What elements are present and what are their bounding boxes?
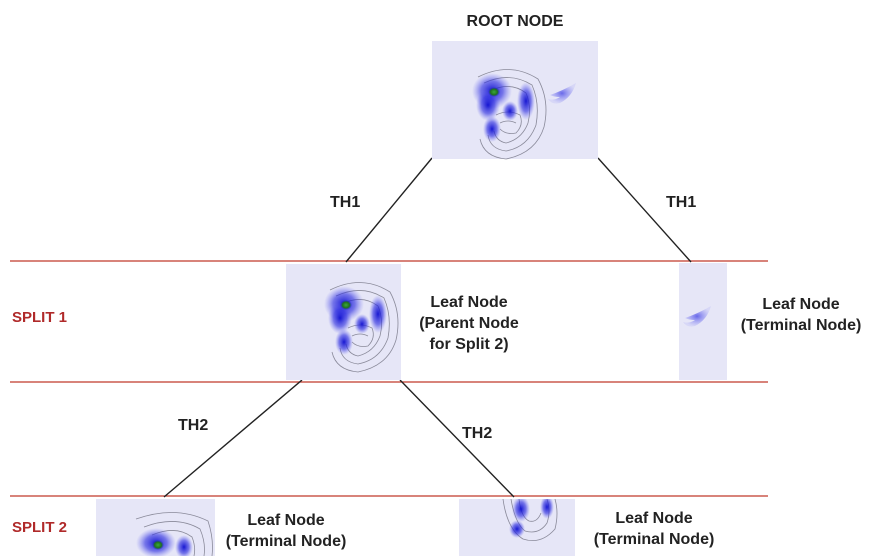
split1-right-node-caption: Leaf Node (Terminal Node)	[727, 294, 875, 336]
split1-left-node-plot	[286, 264, 401, 380]
root-node-plot	[432, 41, 598, 160]
split-1-label: SPLIT 1	[12, 309, 68, 326]
caption-line-2: (Terminal Node)	[225, 533, 347, 550]
tree-edges	[163, 157, 692, 498]
split2-left-node-caption: Leaf Node (Terminal Node)	[206, 510, 366, 552]
split-2-label: SPLIT 2	[12, 519, 68, 536]
caption-line-2: (Parent Node	[419, 315, 519, 332]
edge-split1-to-right	[399, 379, 515, 498]
caption-line-1: Leaf Node	[430, 294, 508, 311]
split2-left-node-plot	[96, 499, 215, 556]
split2-right-node-plot	[459, 499, 575, 556]
split2-right-node-caption: Leaf Node (Terminal Node)	[574, 508, 734, 550]
edge-label-th1-right: TH1	[666, 194, 697, 211]
split-separators	[10, 260, 768, 497]
edge-label-th2-left: TH2	[178, 417, 209, 434]
edge-label-th2-right: TH2	[462, 425, 493, 442]
caption-line-1: Leaf Node	[247, 512, 325, 529]
caption-line-2: (Terminal Node)	[593, 531, 715, 548]
caption-line-1: Leaf Node	[762, 296, 840, 313]
split1-left-node-caption: Leaf Node (Parent Node for Split 2)	[398, 292, 540, 355]
edge-label-th1-left: TH1	[330, 194, 361, 211]
edge-root-to-right	[597, 157, 692, 263]
edge-split1-to-left	[163, 379, 303, 498]
root-node-title: ROOT NODE	[466, 13, 564, 30]
edge-root-to-left	[345, 157, 433, 263]
caption-line-3: for Split 2)	[429, 336, 509, 353]
caption-line-1: Leaf Node	[615, 510, 693, 527]
split1-right-node-plot	[679, 263, 727, 380]
caption-line-2: (Terminal Node)	[740, 317, 862, 334]
